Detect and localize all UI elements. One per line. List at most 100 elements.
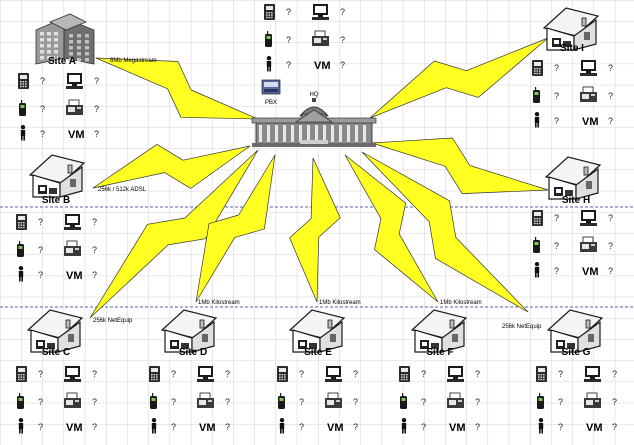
link-label-a: 8Mb Megastream <box>110 58 157 64</box>
unknown-value: ? <box>92 217 97 227</box>
device-grid: ?????VM? <box>264 4 345 72</box>
unknown-value: ? <box>38 217 43 227</box>
unknown-value: ? <box>558 397 563 407</box>
wan-link-bolt <box>361 151 529 313</box>
wan-link-bolt <box>289 157 341 303</box>
device-grid: ?????VM? <box>536 366 617 434</box>
site-a: Site A?????VM? <box>18 13 99 141</box>
site-label: Site F <box>426 347 453 358</box>
computer-icon <box>584 366 601 382</box>
unknown-value: ? <box>286 60 291 70</box>
desk-phone-icon <box>532 60 543 76</box>
branch-house-icon <box>160 309 218 353</box>
device-grid: ?????VM? <box>399 366 480 434</box>
mobile-phone-icon <box>533 237 540 253</box>
computer-icon <box>580 60 597 76</box>
voicemail-label: VM <box>586 422 603 434</box>
unknown-value: ? <box>225 422 230 432</box>
unknown-value: ? <box>353 397 358 407</box>
computer-icon <box>580 210 597 226</box>
site-label: Site A <box>48 56 76 67</box>
person-icon <box>18 418 24 434</box>
unknown-value: ? <box>40 129 45 139</box>
computer-icon <box>64 214 81 230</box>
wan-link-bolt <box>195 154 276 303</box>
mobile-phone-icon <box>19 100 26 116</box>
device-grid: ?????VM? <box>532 210 613 278</box>
site-label: Site C <box>42 347 70 358</box>
site-g: Site G?????VM? <box>536 309 617 434</box>
desk-phone-icon <box>532 210 543 226</box>
fax-machine-icon <box>580 86 597 102</box>
site-label: Site D <box>179 347 207 358</box>
person-icon <box>151 418 157 434</box>
unknown-value: ? <box>608 116 613 126</box>
mobile-phone-icon <box>537 393 544 409</box>
desk-phone-icon <box>16 366 27 382</box>
unknown-value: ? <box>299 397 304 407</box>
computer-icon <box>447 366 464 382</box>
person-icon <box>401 418 407 434</box>
unknown-value: ? <box>340 7 345 17</box>
computer-icon <box>66 73 83 89</box>
unknown-value: ? <box>421 422 426 432</box>
computer-icon <box>197 366 214 382</box>
unknown-value: ? <box>558 369 563 379</box>
voicemail-label: VM <box>314 60 331 72</box>
unknown-value: ? <box>38 245 43 255</box>
fax-machine-icon <box>580 236 597 252</box>
unknown-value: ? <box>171 397 176 407</box>
unknown-value: ? <box>171 422 176 432</box>
device-grid: ?????VM? <box>277 366 358 434</box>
voicemail-label: VM <box>68 129 85 141</box>
site-i: Site I?????VM? <box>532 7 613 128</box>
unknown-value: ? <box>225 397 230 407</box>
unknown-value: ? <box>40 76 45 86</box>
voicemail-label: VM <box>449 422 466 434</box>
mobile-phone-icon <box>17 393 24 409</box>
person-icon <box>279 418 285 434</box>
unknown-value: ? <box>286 7 291 17</box>
wan-link-bolt <box>344 154 439 303</box>
unknown-value: ? <box>612 397 617 407</box>
voicemail-label: VM <box>582 116 599 128</box>
computer-icon <box>64 366 81 382</box>
unknown-value: ? <box>558 422 563 432</box>
unknown-value: ? <box>92 422 97 432</box>
unknown-value: ? <box>340 35 345 45</box>
unknown-value: ? <box>340 60 345 70</box>
unknown-value: ? <box>94 76 99 86</box>
mobile-phone-icon <box>150 393 157 409</box>
unknown-value: ? <box>225 369 230 379</box>
branch-house-icon <box>26 309 84 353</box>
link-label-b: 256k / 512k ADSL <box>98 187 147 193</box>
desk-phone-icon <box>18 73 29 89</box>
device-grid: ?????VM? <box>532 60 613 128</box>
mobile-phone-icon <box>533 87 540 103</box>
device-grid: ?????VM? <box>16 214 97 282</box>
wan-link-bolt <box>89 149 259 319</box>
unknown-value: ? <box>92 270 97 280</box>
unknown-value: ? <box>608 213 613 223</box>
site-label: Site E <box>304 347 332 358</box>
unknown-value: ? <box>608 241 613 251</box>
voicemail-label: VM <box>582 266 599 278</box>
desk-phone-icon <box>277 366 288 382</box>
desk-phone-icon <box>149 366 160 382</box>
branch-house-icon <box>544 156 602 200</box>
mobile-phone-icon <box>265 31 272 47</box>
pbx-icon <box>261 79 281 95</box>
person-icon <box>266 56 272 72</box>
unknown-value: ? <box>554 266 559 276</box>
branch-house-icon <box>288 309 346 353</box>
branch-house-icon <box>542 7 600 51</box>
voicemail-label: VM <box>199 422 216 434</box>
link-label-c: 256k NetEquip <box>93 318 133 324</box>
site-label: Site G <box>562 347 591 358</box>
fax-machine-icon <box>64 392 81 408</box>
fax-machine-icon <box>312 30 329 46</box>
voicemail-label: VM <box>66 422 83 434</box>
link-label-g: 256k NetEquip <box>502 324 542 330</box>
link-label-e: 1Mb Kilostream <box>319 300 361 306</box>
